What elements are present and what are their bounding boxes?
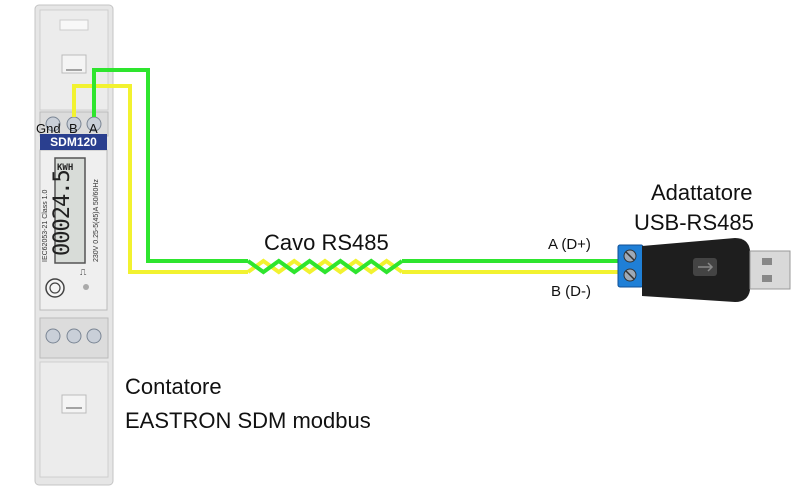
meter-spec-standard: IEC62053-21 Class 1.0: [42, 189, 49, 262]
adapter-pin-b-label: B (D-): [551, 283, 591, 300]
terminal-label-gnd: Gnd: [36, 121, 61, 136]
gnd-terminal-screw: [45, 116, 61, 132]
usb-rs485-adapter: [617, 238, 791, 302]
terminal-label-a: A: [89, 121, 98, 136]
adapter-title-line1: Adattatore: [651, 180, 753, 205]
meter-caption-line1: Contatore: [125, 374, 222, 399]
usb-plug: [749, 250, 791, 290]
meter-top-clip: [61, 54, 87, 74]
b-wire-meter-side: [72, 84, 248, 274]
pulse-icon: ⎍: [80, 268, 87, 278]
meter-spec-rating: 230V 0.25-5(45)A 50/60Hz: [93, 179, 100, 262]
bottom-terminal-block: [39, 317, 109, 359]
lcd-reading: 00024.5: [50, 170, 75, 256]
rs485-cable: [72, 68, 628, 275]
pulse-led: [83, 284, 89, 290]
cable-label: Cavo RS485: [264, 230, 389, 255]
terminal-label-b: B: [69, 121, 78, 136]
a-wire-meter-side: [92, 68, 248, 263]
lcd-unit: KWH: [57, 163, 74, 173]
meter-button: [45, 278, 65, 298]
adapter-title-line2: USB-RS485: [634, 210, 754, 235]
b-wire-twisted: [246, 258, 404, 275]
lcd-display: [54, 157, 86, 264]
meter-bottom-cap: [39, 361, 109, 478]
a-wire-twisted: [246, 258, 404, 275]
meter-top-slot: [59, 19, 89, 31]
energy-meter: [34, 4, 114, 486]
meter-bottom-clip: [61, 394, 87, 414]
adapter-pin-a-label: A (D+): [548, 236, 591, 253]
meter-caption-line2: EASTRON SDM modbus: [125, 408, 371, 433]
meter-model-badge: SDM120: [40, 134, 107, 150]
